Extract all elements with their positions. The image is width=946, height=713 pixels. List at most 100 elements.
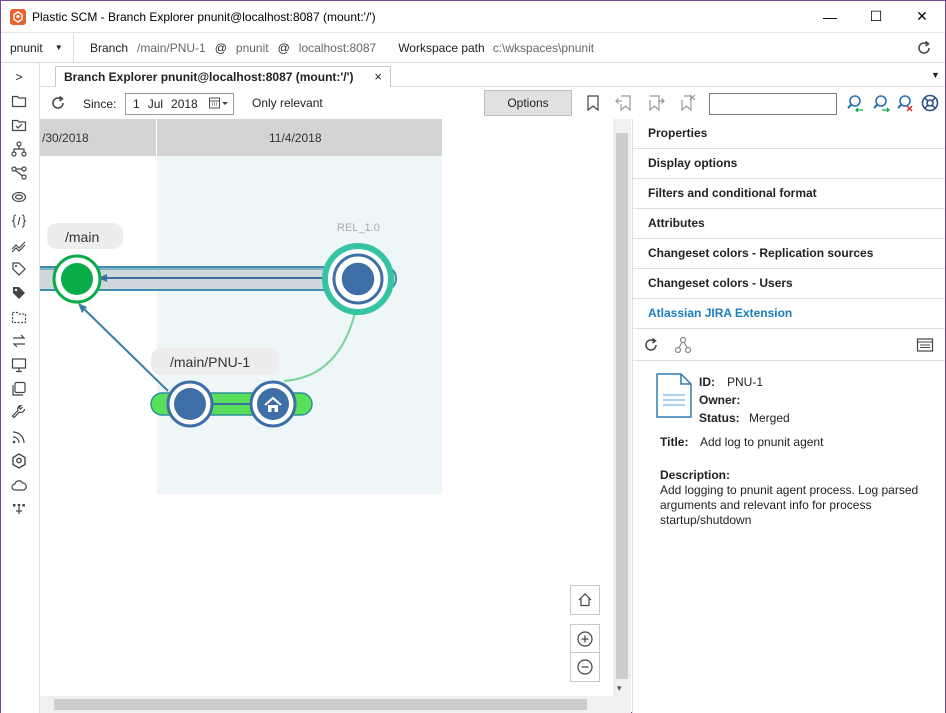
open-in-browser-icon[interactable]	[916, 337, 934, 356]
help-lifebuoy-icon[interactable]	[921, 94, 939, 112]
shelves-icon[interactable]	[10, 308, 28, 326]
workspace-selector[interactable]: pnunit ▼	[1, 32, 74, 63]
label-tag-icon[interactable]	[10, 260, 28, 278]
rss-icon[interactable]	[10, 428, 28, 446]
section-jira-extension[interactable]: Atlassian JIRA Extension	[633, 299, 945, 329]
issue-title-value: Add log to pnunit agent	[700, 435, 824, 449]
since-date-picker[interactable]: 1 Jul 2018	[125, 93, 234, 115]
date-column-label: /30/2018	[42, 131, 89, 145]
title-bar: Plastic SCM - Branch Explorer pnunit@loc…	[1, 1, 945, 32]
refresh-icon[interactable]	[915, 39, 933, 57]
branch-label-pnu-box[interactable]	[151, 348, 279, 375]
horizontal-scrollbar[interactable]	[40, 696, 613, 713]
zoom-in-icon	[577, 631, 593, 647]
link-issue-icon[interactable]	[674, 336, 692, 357]
changeset-node-fill	[257, 388, 289, 420]
zoom-out-button[interactable]	[570, 652, 600, 682]
pending-changes-icon[interactable]	[10, 116, 28, 134]
minimize-button[interactable]: —	[823, 8, 837, 25]
date-month[interactable]: Jul	[147, 97, 164, 111]
hierarchy-icon[interactable]	[10, 140, 28, 158]
options-button[interactable]: Options	[484, 90, 572, 116]
branch-label-main-box[interactable]	[47, 223, 123, 249]
branch-graph[interactable]: /30/2018 11/4/2018 REL_1.0	[40, 119, 613, 696]
branch-label-pnu[interactable]: /main/PNU-1	[170, 354, 250, 370]
maximize-button[interactable]: ☐	[869, 8, 883, 24]
branch-label: Branch	[90, 40, 129, 55]
plastic-cloud-logo-icon[interactable]	[10, 452, 28, 470]
refresh-icon[interactable]	[49, 94, 67, 112]
plastic-logo-icon	[10, 8, 26, 25]
attributes-tag-icon[interactable]	[10, 284, 28, 302]
vertical-scrollbar[interactable]: ▾	[613, 119, 631, 696]
close-button[interactable]: ✕	[916, 8, 928, 24]
clear-bookmarks-icon[interactable]	[678, 94, 696, 112]
tab-branch-explorer[interactable]: Branch Explorer pnunit@localhost:8087 (m…	[55, 66, 391, 88]
branch-value[interactable]: /main/PNU-1	[137, 40, 206, 55]
explorer-toolbar: Since: 1 Jul 2018 Only relevant Options	[40, 87, 945, 119]
sync-icon[interactable]	[10, 332, 28, 350]
folder-icon[interactable]	[10, 92, 28, 110]
cloud-icon[interactable]	[10, 476, 28, 494]
home-icon	[264, 396, 282, 412]
section-attributes[interactable]: Attributes	[633, 209, 945, 239]
bookmark-icon[interactable]	[584, 94, 602, 112]
home-icon	[578, 593, 592, 607]
at-sign: @	[214, 40, 227, 55]
section-colors-users[interactable]: Changeset colors - Users	[633, 269, 945, 299]
clear-search-icon[interactable]	[896, 94, 914, 112]
label-rel-1-0[interactable]: REL_1.0	[337, 222, 380, 234]
document-icon	[656, 373, 692, 421]
zoom-home-button[interactable]	[570, 585, 600, 615]
issue-description-label: Description:	[660, 468, 731, 482]
changesets-icon[interactable]	[10, 236, 28, 254]
branch-explorer-canvas[interactable]: /30/2018 11/4/2018 REL_1.0	[40, 119, 613, 696]
monitor-icon[interactable]	[10, 356, 28, 374]
refresh-icon[interactable]	[642, 336, 660, 357]
section-properties[interactable]: Properties	[633, 119, 945, 149]
repositories-icon[interactable]	[10, 188, 28, 206]
date-year[interactable]: 2018	[171, 97, 198, 111]
connection-icon[interactable]	[10, 500, 28, 518]
tab-menu-icon[interactable]: ▼	[931, 70, 940, 80]
find-previous-icon[interactable]	[846, 94, 864, 113]
zoom-out-icon	[577, 659, 593, 675]
go-to-bookmark-forward-icon[interactable]	[647, 94, 665, 112]
changeset-node-fill	[340, 261, 376, 297]
workspace-name: pnunit	[10, 40, 43, 55]
issue-status-value: Merged	[749, 411, 790, 425]
tab-label: Branch Explorer pnunit@localhost:8087 (m…	[64, 70, 354, 84]
horizontal-scrollbar-thumb[interactable]	[54, 699, 587, 710]
zoom-in-button[interactable]	[570, 624, 600, 654]
wrench-icon[interactable]	[10, 404, 28, 422]
go-to-bookmark-back-icon[interactable]	[615, 94, 633, 112]
changeset-node-fill	[174, 388, 206, 420]
server-value[interactable]: localhost:8087	[298, 40, 377, 55]
find-next-icon[interactable]	[872, 94, 890, 113]
issue-id-value: PNU-1	[727, 375, 764, 389]
at-sign: @	[277, 40, 290, 55]
expand-sidebar-icon[interactable]: >	[15, 70, 23, 84]
tab-close-icon[interactable]: ×	[374, 69, 382, 84]
only-relevant-toggle[interactable]: Only relevant	[252, 96, 323, 110]
changeset-node-fill	[61, 263, 93, 295]
section-display-options[interactable]: Display options	[633, 149, 945, 179]
calendar-icon[interactable]	[209, 97, 229, 113]
vertical-scrollbar-thumb[interactable]	[616, 133, 628, 679]
section-colors-replication[interactable]: Changeset colors - Replication sources	[633, 239, 945, 269]
branch-label-main[interactable]: /main	[65, 229, 99, 245]
date-day[interactable]: 1	[133, 97, 140, 111]
search-input[interactable]	[709, 93, 837, 115]
scroll-down-arrow-icon[interactable]: ▾	[617, 683, 622, 693]
branch-explorer-icon[interactable]	[10, 164, 28, 182]
issue-id-label: ID:	[699, 375, 715, 389]
code-review-icon[interactable]	[10, 212, 28, 230]
branch-creation-link	[81, 306, 169, 392]
issue-status-label: Status:	[699, 411, 740, 425]
copies-icon[interactable]	[10, 380, 28, 398]
repository-value[interactable]: pnunit	[235, 40, 269, 55]
issue-description-value: Add logging to pnunit agent process. Log…	[660, 483, 919, 527]
section-filters[interactable]: Filters and conditional format	[633, 179, 945, 209]
date-column-header	[40, 119, 156, 156]
issue-owner-label: Owner:	[699, 393, 741, 407]
